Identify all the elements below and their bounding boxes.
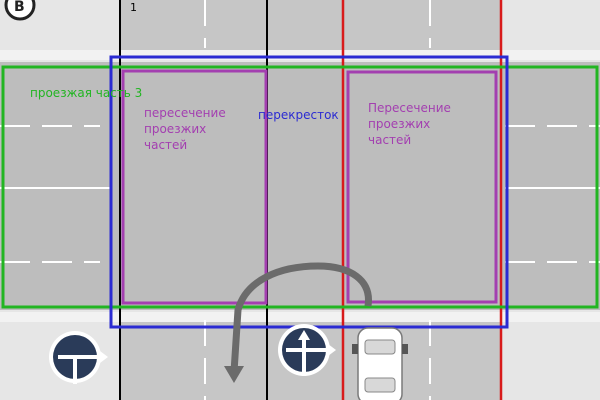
direction-arrow-sign-icon-center bbox=[278, 324, 336, 376]
sidewalk-strip bbox=[0, 50, 600, 60]
lane-markings bbox=[0, 125, 600, 263]
intersection-right-label: Пересечение проезжих частей bbox=[368, 101, 451, 147]
intersection-left-label: пересечение проезжих частей bbox=[144, 106, 226, 152]
line-number-label: 1 bbox=[130, 1, 137, 14]
crossroad-label: перекресток bbox=[258, 108, 339, 122]
u-turn-arrow-icon bbox=[230, 262, 372, 373]
roadway-3-label: проезжая часть 3 bbox=[30, 86, 143, 100]
u-turn-arrowhead-icon bbox=[224, 366, 244, 383]
roadway-3-outline bbox=[1, 65, 599, 309]
sidewalk-strip bbox=[0, 312, 600, 322]
intersection-right-outline bbox=[346, 70, 498, 304]
svg-text:B: B bbox=[14, 0, 25, 15]
intersection-left-outline bbox=[121, 69, 268, 305]
direction-arrow-sign-icon-left bbox=[49, 331, 108, 384]
white-car-icon bbox=[352, 327, 408, 400]
vertical-lane-markings bbox=[204, 0, 431, 400]
road-sign-icon-top-left: B bbox=[4, 0, 36, 21]
